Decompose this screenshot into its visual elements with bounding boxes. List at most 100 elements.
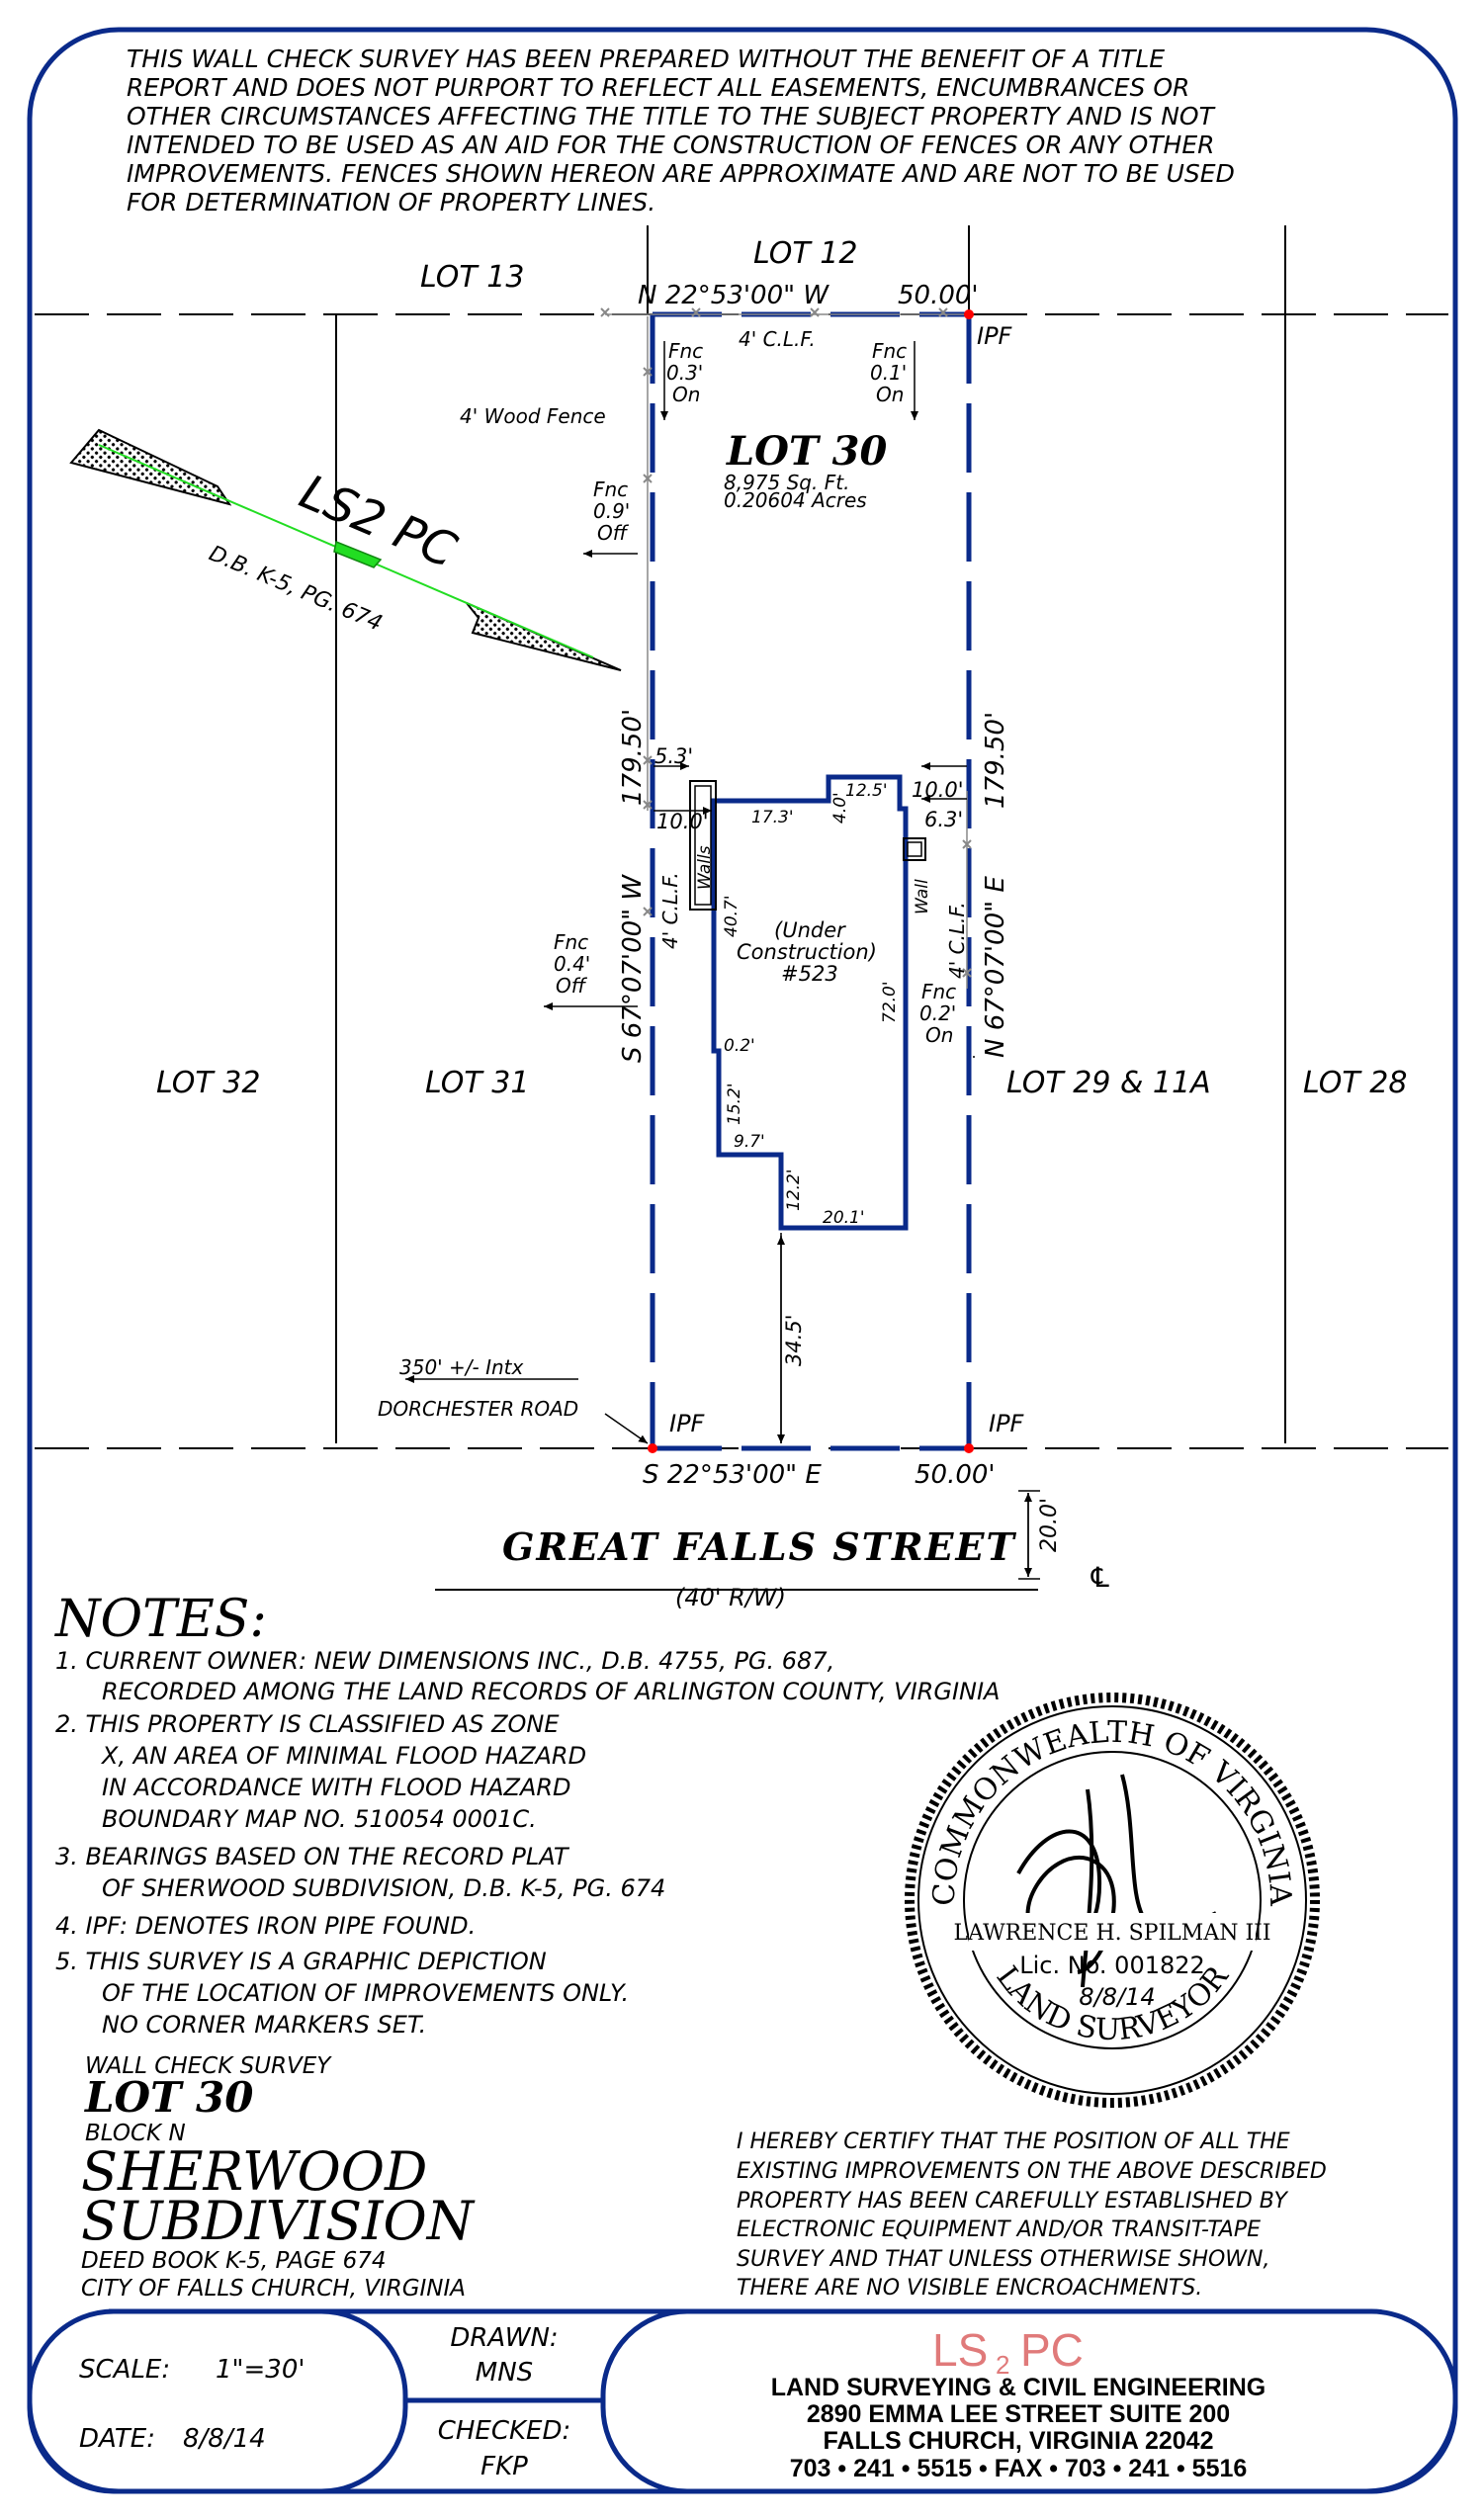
cert-line: I HEREBY CERTIFY THAT THE POSITION OF AL… (737, 2129, 1290, 2154)
south-distance: 50.00' (915, 1460, 996, 1490)
disclaimer-line: FOR DETERMINATION OF PROPERTY LINES. (127, 188, 655, 217)
lot-area-sqft: 8,975 Sq. Ft. (724, 471, 849, 494)
centerline-symbol: ℄ (1088, 1561, 1112, 1594)
ipf-label: IPF (977, 322, 1013, 350)
cert-line: PROPERTY HAS BEEN CAREFULLY ESTABLISHED … (737, 2189, 1289, 2214)
south-bearing: S 22°53'00" E (643, 1460, 822, 1490)
ipf-marker (964, 309, 974, 319)
fence-label: 0.3' (666, 361, 703, 385)
house-dim: 40.7' (722, 895, 742, 937)
house-number: #523 (781, 962, 838, 986)
lot-area-acres: 0.20604 Acres (724, 488, 867, 512)
house-dim: 9.7' (734, 1132, 765, 1152)
house-dim: 72.0' (880, 981, 900, 1023)
fence-label: Off (556, 974, 588, 998)
house-dim: 0.2' (724, 1036, 755, 1056)
disclaimer: THIS WALL CHECK SURVEY HAS BEEN PREPARED… (127, 44, 1235, 217)
fence-clf-left: 4' C.L.F. (658, 872, 682, 949)
logo-pc: PC (1020, 2324, 1084, 2376)
neighbor-green-arrow (333, 540, 383, 568)
company-logo: LS 2 PC (932, 2324, 1084, 2380)
footer-left-box (27, 2308, 408, 2494)
drawn-label: DRAWN: (450, 2323, 558, 2353)
cert-line: SURVEY AND THAT UNLESS OTHERWISE SHOWN, (737, 2247, 1270, 2272)
disclaimer-line: IMPROVEMENTS. FENCES SHOWN HEREON ARE AP… (127, 159, 1235, 188)
house-dim: 12.5' (845, 781, 888, 801)
fence-labels: 4' C.L.F. 4' Wood Fence Fnc 0.3' On Fnc … (460, 327, 969, 1047)
house-dimensions: 17.3' 4.0' 12.5' 40.7' 72.0' 0.2' 15.2' … (722, 781, 900, 1366)
house-dim: 4.0' (830, 792, 850, 824)
house-dim: 34.5' (782, 1314, 806, 1366)
setback-label: 6.3' (924, 808, 963, 831)
note-line: 1. CURRENT OWNER: NEW DIMENSIONS INC., D… (55, 1647, 834, 1675)
ipf-label: IPF (669, 1410, 706, 1437)
fence-label: 0.1' (870, 361, 907, 385)
lot-28-label: LOT 28 (1303, 1066, 1407, 1100)
footer: SCALE: 1"=30' DATE: 8/8/14 DRAWN: MNS CH… (27, 2308, 1458, 2494)
house-dim: 12.2' (784, 1169, 804, 1211)
title-block: BLOCK N (85, 2121, 186, 2146)
surveyor-seal: COMMONWEALTH OF VIRGINIA LAND SURVEYOR L… (905, 1693, 1320, 2108)
fence-label: On (672, 383, 700, 406)
lot-32-label: LOT 32 (156, 1066, 260, 1100)
checked-label: CHECKED: (438, 2416, 571, 2446)
fence-label: Fnc (921, 980, 956, 1003)
footer-right-box (600, 2308, 1458, 2494)
setbacks: 5.3' 10.0' 10.0' 6.3' (654, 744, 964, 833)
fence-label: Fnc (668, 339, 703, 363)
company-city: FALLS CHURCH, VIRGINIA 22042 (824, 2427, 1214, 2455)
disclaimer-line: REPORT AND DOES NOT PURPORT TO REFLECT A… (127, 73, 1189, 102)
survey-type: WALL CHECK SURVEY (85, 2053, 332, 2079)
house-status-2: Construction) (737, 940, 877, 964)
title-subdivision-1: SHERWOOD (81, 2140, 427, 2203)
title-lot: LOT 30 (84, 2073, 253, 2122)
house-dim: 17.3' (751, 808, 794, 827)
note-line: BOUNDARY MAP NO. 510054 0001C. (102, 1805, 537, 1833)
lot-29-label: LOT 29 & 11A (1006, 1066, 1211, 1100)
note-line: NO CORNER MARKERS SET. (102, 2011, 426, 2039)
seal-license: Lic. No. 001822 (1019, 1952, 1205, 1979)
title-deed: DEED BOOK K-5, PAGE 674 (81, 2248, 387, 2274)
house-status: (Under (774, 918, 846, 942)
north-distance: 50.00' (898, 281, 979, 310)
company-street: 2890 EMMA LEE STREET SUITE 200 (807, 2400, 1230, 2428)
note-line: RECORDED AMONG THE LAND RECORDS OF ARLIN… (102, 1678, 1000, 1705)
setback-label: 5.3' (654, 744, 693, 768)
fence-lines (605, 313, 968, 989)
title-city: CITY OF FALLS CHURCH, VIRGINIA (81, 2276, 466, 2302)
wall-structure-inner (694, 785, 712, 906)
note-line: IN ACCORDANCE WITH FLOOD HAZARD (102, 1774, 571, 1801)
street-name: GREAT FALLS STREET (502, 1524, 1016, 1569)
ipf-marker (648, 1443, 657, 1453)
neighbor-pointer (69, 428, 622, 671)
lot-labels: LOT 13 LOT 12 LOT 32 LOT 31 LOT 29 & 11A… (156, 236, 1407, 1100)
fence-label: 0.2' (919, 1001, 956, 1025)
fence-label: On (925, 1023, 953, 1047)
north-bearing: N 22°53'00" W (638, 281, 829, 310)
fence-label: Fnc (554, 930, 588, 954)
notes-list: 1. CURRENT OWNER: NEW DIMENSIONS INC., D… (55, 1647, 1000, 2039)
fence-label: On (876, 383, 904, 406)
wall-box (903, 837, 926, 861)
checked-value: FKP (480, 2452, 528, 2481)
seal-name: LAWRENCE H. SPILMAN III (953, 1921, 1270, 1946)
sheet-border (27, 27, 1458, 2494)
walls-label: Walls (695, 845, 715, 890)
cert-line: EXISTING IMPROVEMENTS ON THE ABOVE DESCR… (737, 2159, 1327, 2184)
fence-wood-label: 4' Wood Fence (460, 404, 606, 428)
dimension-lines (405, 341, 1040, 1580)
east-distance: 179.50' (981, 712, 1010, 809)
intx-road: DORCHESTER ROAD (378, 1397, 578, 1421)
lot-12-label: LOT 12 (753, 236, 857, 271)
fence-markers (600, 307, 972, 978)
note-line: OF SHERWOOD SUBDIVISION, D.B. K-5, PG. 6… (102, 1874, 665, 1902)
cert-line: THERE ARE NO VISIBLE ENCROACHMENTS. (737, 2276, 1202, 2301)
disclaimer-line: OTHER CIRCUMSTANCES AFFECTING THE TITLE … (127, 102, 1216, 130)
intx-distance: 350' +/- Intx (399, 1355, 524, 1379)
seal-date: 8/8/14 (1079, 1983, 1155, 2011)
note-line: X, AN AREA OF MINIMAL FLOOD HAZARD (100, 1742, 586, 1770)
ipf-label: IPF (989, 1410, 1025, 1437)
note-line: 3. BEARINGS BASED ON THE RECORD PLAT (55, 1843, 570, 1870)
fence-label: Fnc (593, 478, 628, 501)
